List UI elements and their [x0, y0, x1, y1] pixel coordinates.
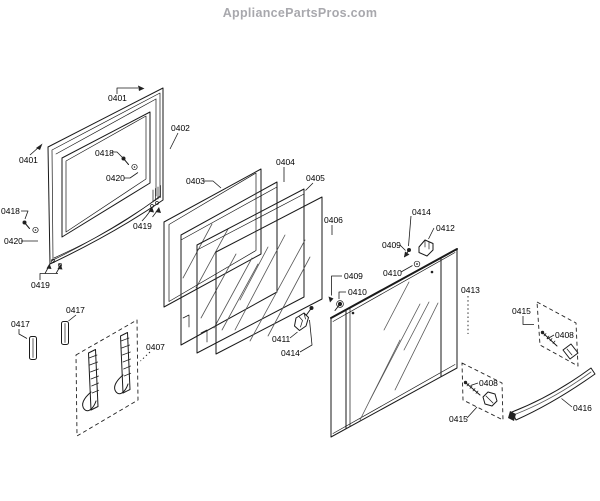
screw-kit-upper	[536, 301, 579, 367]
callout-0409-left: 0409	[331, 271, 363, 296]
part-label-0402: 0402	[171, 123, 190, 133]
lower-fastener-cluster	[294, 296, 344, 331]
door-handle-drawing	[508, 367, 596, 421]
part-label-0406: 0406	[324, 215, 343, 225]
callout-0401-left: 0401	[19, 143, 43, 165]
nut-upper	[562, 343, 579, 360]
callout-0419-bottomleft: 0419	[31, 263, 63, 290]
callout-0408-lower: 0408	[470, 378, 498, 388]
door-frame-drawing	[47, 87, 164, 268]
part-label-0408: 0408	[479, 378, 498, 388]
screw-position-dot	[430, 270, 434, 274]
callout-0407: 0407	[140, 342, 165, 362]
part-label-0414: 0414	[412, 207, 431, 217]
callout-0408-upper: 0408	[546, 330, 574, 340]
part-label-0404: 0404	[276, 157, 295, 167]
spacer-bar-left	[29, 336, 37, 360]
callout-0405: 0405	[305, 173, 325, 191]
bracket-0412	[418, 239, 434, 257]
part-label-0420: 0420	[106, 173, 125, 183]
nut-lower	[482, 391, 498, 407]
part-label-0414: 0414	[281, 348, 300, 358]
part-label-0401: 0401	[108, 93, 127, 103]
part-label-0410: 0410	[383, 268, 402, 278]
top-fastener-cluster	[404, 239, 434, 268]
part-label-0412: 0412	[436, 223, 455, 233]
glass-panel-0405	[196, 188, 305, 354]
callout-0413: 0413	[461, 285, 480, 334]
spacer-bar-right	[61, 321, 69, 345]
screw-0408-upper	[542, 332, 558, 347]
vent-hatch	[152, 185, 161, 203]
part-label-0416: 0416	[573, 403, 592, 413]
callout-0414-top: 0414	[408, 207, 431, 247]
screw-position-dot	[351, 311, 355, 315]
part-label-0417: 0417	[11, 319, 30, 329]
callout-0401-top: 0401	[108, 85, 145, 103]
screw-0408-lower	[465, 382, 481, 396]
callout-0411: 0411	[272, 331, 298, 344]
part-label-0410: 0410	[348, 287, 367, 297]
grommet-0410-top	[413, 260, 421, 268]
part-label-0411: 0411	[272, 334, 291, 344]
arrowhead	[155, 207, 161, 213]
part-label-0418: 0418	[1, 206, 20, 216]
part-label-0420: 0420	[4, 236, 23, 246]
hinge-left	[82, 349, 100, 412]
callout-0419-right: 0419	[133, 206, 161, 231]
arrowhead	[404, 251, 410, 258]
part-label-0419: 0419	[31, 280, 50, 290]
outer-door-panel-drawing	[330, 248, 458, 438]
callout-0403: 0403	[186, 176, 222, 189]
callout-0416: 0416	[561, 398, 592, 413]
screw-kit-lower	[461, 362, 504, 421]
callout-0404: 0404	[276, 157, 295, 182]
part-label-0408: 0408	[555, 330, 574, 340]
callout-0409-top: 0409	[382, 240, 406, 251]
watermark-brand-text: AppliancePartsPros.com	[222, 6, 378, 20]
arrowhead	[46, 263, 52, 269]
callout-0402: 0402	[169, 123, 190, 150]
callout-0410-left: 0410	[338, 287, 367, 299]
callout-0418-left: 0418	[1, 206, 29, 220]
arrowhead	[36, 143, 43, 150]
arrowhead	[148, 206, 154, 213]
part-label-0407: 0407	[146, 342, 165, 352]
callout-0418-upper: 0418	[95, 148, 123, 158]
callout-0412: 0412	[428, 223, 455, 240]
callout-0420-left: 0420	[4, 236, 38, 246]
callout-0417-left: 0417	[11, 319, 30, 339]
glass-panel-0406	[215, 196, 323, 355]
arrowhead	[57, 264, 63, 270]
part-label-0413: 0413	[461, 285, 480, 295]
glass-panel-0404	[180, 181, 278, 346]
part-label-0415: 0415	[512, 306, 531, 316]
callout-0417-right: 0417	[66, 305, 85, 322]
arrowhead	[328, 296, 334, 303]
part-label-0405: 0405	[306, 173, 325, 183]
part-label-0409: 0409	[344, 271, 363, 281]
callout-0415-upper: 0415	[512, 306, 534, 325]
callout-0415-lower: 0415	[449, 406, 478, 424]
part-label-0401: 0401	[19, 155, 38, 165]
hinge-right	[114, 332, 132, 395]
glass-panel-0403	[163, 168, 262, 308]
callout-0414-bottom: 0414	[281, 319, 313, 358]
part-label-0409: 0409	[382, 240, 401, 250]
hinge-kit-box	[75, 319, 139, 437]
callout-0410-top: 0410	[383, 265, 413, 278]
part-label-0417: 0417	[66, 305, 85, 315]
frame-fasteners	[22, 156, 138, 234]
part-label-0419: 0419	[133, 221, 152, 231]
handle-end-cap	[508, 411, 516, 421]
part-label-0415: 0415	[449, 414, 468, 424]
part-label-0403: 0403	[186, 176, 205, 186]
callout-0420-upper: 0420	[106, 172, 139, 183]
callout-0406: 0406	[324, 215, 343, 235]
part-label-0418: 0418	[95, 148, 114, 158]
callouts: 0401 0401 0402 0418 0420 0418	[1, 85, 592, 424]
arrowhead	[138, 85, 145, 91]
